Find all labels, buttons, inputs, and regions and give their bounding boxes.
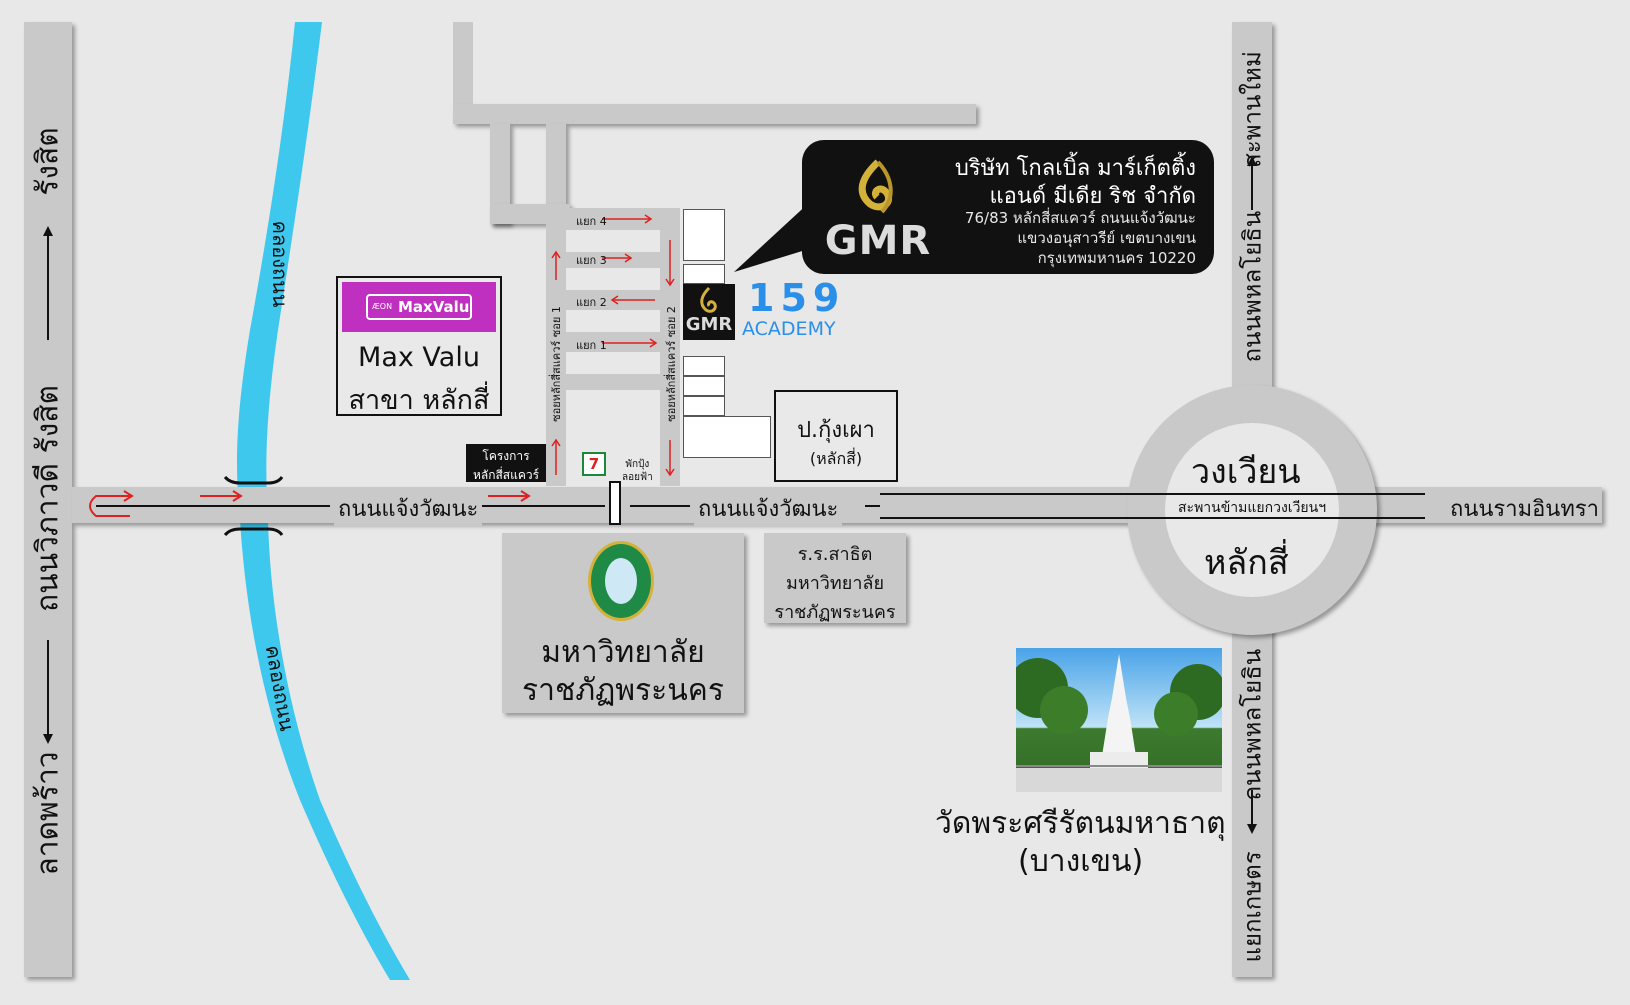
company-address-3: กรุงเทพมหานคร 10220 [1037,249,1196,267]
police-box-label: พักปุ้ง ลอยฟ้า [622,458,653,484]
building [683,376,725,396]
canal-label-top: คลองถนน [268,220,292,308]
yaek-2-label: แยก 2 [576,296,607,309]
seven-eleven-text: 7 [588,455,600,473]
soi-inner-3 [566,310,660,332]
demo-school-box: ร.ร.สาธิต มหาวิทยาลัย ราชภัฏพระนคร [764,533,906,623]
maxvalu-logo: ÆON MaxValu [342,282,496,332]
gmr-swirl-small-icon [700,286,717,313]
building [683,356,725,376]
company-name-1: บริษัท โกลเบิ้ล มาร์เก็ตติ้ง [954,156,1196,181]
roundabout-center [1165,423,1339,597]
right-road-top-name: ถนนพหลโยธิน [1238,210,1267,363]
road-upper-horizontal [453,104,976,124]
yaek-3-label: แยก 3 [576,254,607,267]
demo-school-3: ราชภัฏพระนคร [774,602,896,623]
company-address-1: 76/83 หลักสี่สแควร์ ถนนแจ้งวัฒนะ [964,209,1196,227]
temple-name: วัดพระศรีรัตนมหาธาตุ [935,806,1226,841]
left-road-top-dest: รังสิต [30,127,66,196]
road-upper-vertical [453,22,473,114]
academy-logo-text: GMR [685,314,733,335]
building [683,264,725,284]
university-seal [588,541,654,621]
company-address-2: แขวงอนุสาวรีย์ เขตบางเขน [1017,229,1196,247]
roundabout-label-bottom: หลักสี่ [1204,543,1289,583]
kungphao-box: ป.กุ้งเผา (หลักสี่) [774,390,898,482]
temple-photo [1016,648,1222,792]
road-vibhavadi [24,22,72,977]
maxvalu-logo-inner: ÆON MaxValu [366,294,472,320]
company-callout: GMR บริษัท โกลเบิ้ล มาร์เก็ตติ้ง แอนด์ ม… [802,140,1214,274]
police-line2: ลอยฟ้า [622,472,653,483]
maxvalu-branch: สาขา หลักสี่ [348,385,490,416]
company-name-2: แอนด์ มีเดีย ริช จำกัด [989,184,1197,209]
project-line1: โครงการ [482,449,530,463]
road-upper-link-a [490,124,510,224]
right-road-bottom-dest: แยกเกษตร [1238,851,1267,963]
kungphao-name: ป.กุ้งเผา [797,418,875,443]
gmr-logo: GMR [822,152,934,264]
demo-school-1: ร.ร.สาธิต [797,544,873,565]
seal-inner [605,558,637,604]
road-upper-link-b [546,124,566,210]
yaek-1-label: แยก 1 [576,339,607,352]
project-line2: หลักสี่สแควร์ [472,468,540,482]
building [683,396,725,416]
aeon-text: ÆON [372,302,393,311]
yaek-4-label: แยก 4 [576,215,607,228]
university-box: มหาวิทยาลัย ราชภัฏพระนคร [502,533,744,713]
roundabout-label-top: วงเวียน [1191,452,1301,492]
gmr-swirl-icon [858,159,893,214]
university-name-2: ราชภัฏพระนคร [522,673,724,708]
right-road-top-dest: สะพานใหม่ [1238,51,1267,168]
overpass-label: สะพานข้ามแยกวงเวียนฯ [1178,500,1327,516]
seven-eleven-logo: 7 [582,452,606,476]
building [683,209,725,261]
road-phahonyothin-north [1232,22,1272,402]
academy-number: 159 [748,276,846,320]
left-road-bottom-dest: ลาดพร้าว [30,751,66,876]
main-road-label-right: ถนนรามอินทรา [1450,497,1599,522]
kungphao-branch: (หลักสี่) [809,449,863,468]
temple-subname: (บางเขน) [1018,844,1144,879]
temple-image [1016,654,1222,792]
soi1-label: ซอยหลักสี่สแควร์ ซอย 1 [550,306,563,422]
university-name-1: มหาวิทยาลัย [541,635,705,670]
soi-inner-4 [566,352,660,374]
project-label: โครงการ หลักสี่สแควร์ [466,444,546,482]
academy-name: ACADEMY [742,318,836,340]
academy-logo: GMR [683,284,735,340]
left-road-name: ถนนวิภาวดี รังสิต [30,384,66,613]
police-line1: พักปุ้ง [625,459,650,470]
soi-inner-5 [566,390,660,486]
main-road-label-left: ถนนแจ้งวัฒนะ [334,491,483,526]
soi2-label: ซอยหลักสี่สแควร์ ซอย 2 [665,306,678,422]
soi-inner-2 [566,268,660,290]
maxvalu-brand-text: MaxValu [398,298,470,316]
gmr-logo-text: GMR [824,218,932,264]
soi-inner-1 [566,230,660,252]
right-road-bottom-name: ถนนพหลโยธิน [1238,648,1267,801]
footbridge-marker [609,481,621,525]
demo-school-2: มหาวิทยาลัย [785,573,885,594]
maxvalu-name: Max Valu [358,342,480,373]
main-road-label-mid: ถนนแจ้งวัฒนะ [694,491,843,526]
maxvalu-box: ÆON MaxValu Max Valu สาขา หลักสี่ [336,276,502,416]
building [683,416,771,458]
